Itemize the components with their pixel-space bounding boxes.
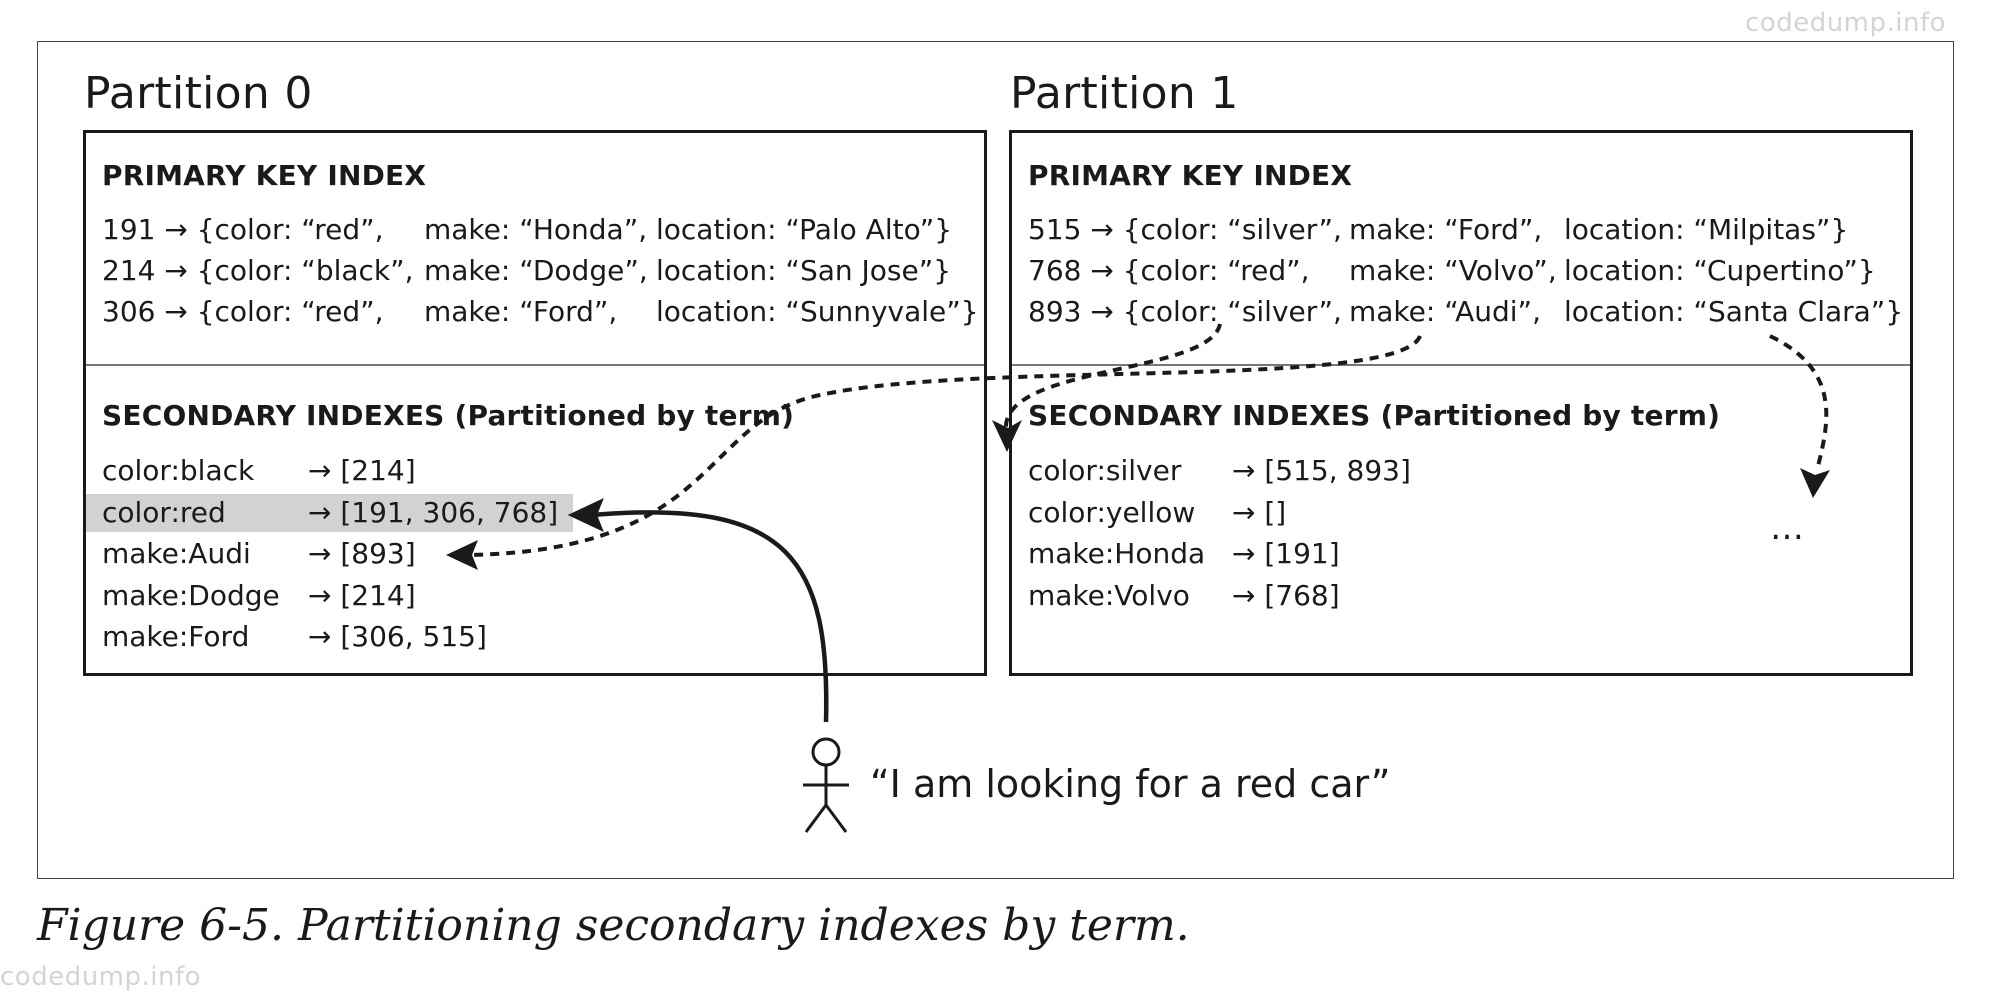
partition-1-secondary-title: SECONDARY INDEXES (Partitioned by term) <box>1028 399 1721 432</box>
p0-secondary-row-1-ids: → [191, 306, 768] <box>308 496 559 529</box>
p0-primary-row-2-make: make: “Ford”, <box>424 295 618 328</box>
person-icon <box>803 737 849 833</box>
p0-secondary-row-2-ids: → [893] <box>308 537 416 570</box>
audi-arrow-head <box>446 540 478 570</box>
p0-secondary-row-3-term: make:Dodge <box>102 579 280 612</box>
partition-1-primary-title: PRIMARY KEY INDEX <box>1028 159 1353 192</box>
p1-primary-row-0-key: 515 → {color: “silver”, <box>1028 213 1342 246</box>
query-arrow-head <box>567 498 604 532</box>
p1-secondary-row-3-ids: → [768] <box>1232 579 1340 612</box>
watermark-top: codedump.info <box>1745 8 1947 38</box>
p0-primary-row-1-location: location: “San Jose”} <box>656 254 952 287</box>
p1-secondary-row-1-ids: → [] <box>1232 496 1287 529</box>
partition-0-divider <box>86 364 984 366</box>
p0-primary-row-1-make: make: “Dodge”, <box>424 254 648 287</box>
p1-secondary-row-2-ids: → [191] <box>1232 537 1340 570</box>
ellipsis: … <box>1770 508 1804 548</box>
person-quote: “I am looking for a red car” <box>870 762 1391 806</box>
p0-primary-row-2-key: 306 → {color: “red”, <box>102 295 384 328</box>
partition-0-primary-title: PRIMARY KEY INDEX <box>102 159 427 192</box>
p1-primary-row-1-location: location: “Cupertino”} <box>1564 254 1876 287</box>
partition-1-box: PRIMARY KEY INDEX 515 → {color: “silver”… <box>1009 130 1913 676</box>
p0-secondary-row-3-ids: → [214] <box>308 579 416 612</box>
silver-arrow-head <box>992 420 1022 452</box>
query-arrow <box>591 510 829 723</box>
watermark-bottom: codedump.info <box>0 962 202 992</box>
p0-secondary-row-0-term: color:black <box>102 454 255 487</box>
p1-secondary-row-3-term: make:Volvo <box>1028 579 1190 612</box>
location-dashed-arrow <box>1769 334 1829 471</box>
p1-primary-row-2-make: make: “Audi”, <box>1349 295 1541 328</box>
p0-primary-row-0-location: location: “Palo Alto”} <box>656 213 953 246</box>
p1-primary-row-1-key: 768 → {color: “red”, <box>1028 254 1310 287</box>
p1-primary-row-0-location: location: “Milpitas”} <box>1564 213 1849 246</box>
p0-secondary-row-0-ids: → [214] <box>308 454 416 487</box>
figure-frame <box>37 41 1954 879</box>
p0-secondary-row-1-term: color:red <box>102 496 226 529</box>
partition-1-title: Partition 1 <box>1010 68 1239 119</box>
p1-primary-row-1-make: make: “Volvo”, <box>1349 254 1557 287</box>
p0-secondary-row-2-term: make:Audi <box>102 537 251 570</box>
partition-1-divider <box>1012 364 1910 366</box>
partition-0-secondary-title: SECONDARY INDEXES (Partitioned by term) <box>102 399 795 432</box>
p0-secondary-row-4-term: make:Ford <box>102 620 250 653</box>
p1-primary-row-2-location: location: “Santa Clara”} <box>1564 295 1904 328</box>
p0-primary-row-0-key: 191 → {color: “red”, <box>102 213 384 246</box>
location-arrow-head <box>1800 468 1830 498</box>
p1-primary-row-0-make: make: “Ford”, <box>1349 213 1543 246</box>
p1-secondary-row-1-term: color:yellow <box>1028 496 1196 529</box>
partition-0-title: Partition 0 <box>84 68 313 119</box>
p0-secondary-row-4-ids: → [306, 515] <box>308 620 487 653</box>
partition-0-box: PRIMARY KEY INDEX 191 → {color: “red”, m… <box>83 130 987 676</box>
p1-secondary-row-2-term: make:Honda <box>1028 537 1206 570</box>
silver-dashed-arrow <box>1003 323 1222 431</box>
p1-primary-row-2-key: 893 → {color: “silver”, <box>1028 295 1342 328</box>
p0-primary-row-2-location: location: “Sunnyvale”} <box>656 295 979 328</box>
highlight-color-red-row <box>86 494 573 532</box>
p0-primary-row-1-key: 214 → {color: “black”, <box>102 254 414 287</box>
p1-secondary-row-0-ids: → [515, 893] <box>1232 454 1411 487</box>
figure-caption: Figure 6-5. Partitioning secondary index… <box>37 900 1190 951</box>
p0-primary-row-0-make: make: “Honda”, <box>424 213 648 246</box>
audi-dashed-arrow <box>469 335 1422 557</box>
p1-secondary-row-0-term: color:silver <box>1028 454 1182 487</box>
